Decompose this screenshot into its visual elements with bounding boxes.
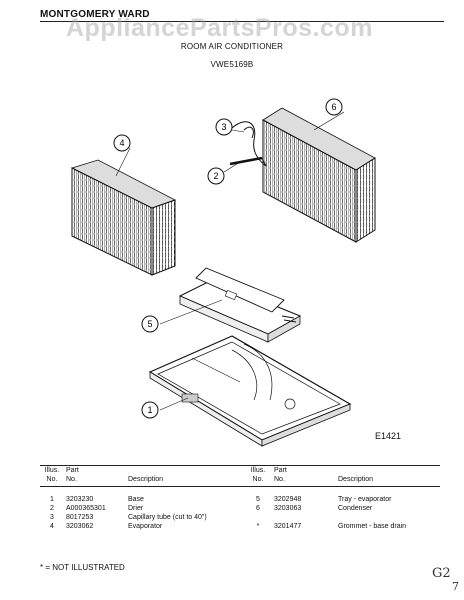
footnote: * = NOT ILLUSTRATED — [40, 563, 125, 572]
svg-text:5: 5 — [147, 319, 152, 329]
table-row: 2 A000365301 Drier 6 3203063 Condenser — [50, 505, 373, 512]
callout-4: 4 — [113, 134, 131, 152]
condenser-coil — [262, 107, 376, 243]
evaporator-tray — [178, 267, 302, 343]
callout-5: 5 — [141, 315, 159, 333]
base-pan — [148, 335, 352, 447]
svg-text:6: 6 — [331, 102, 336, 112]
model-number: VWE5169B — [210, 60, 254, 69]
header-illus-no-right: Illus.No. — [250, 467, 266, 483]
capillary-tube-and-drier — [229, 121, 267, 167]
page-title: ROOM AIR CONDITIONER — [180, 42, 284, 51]
handwritten-note-2: 7 — [452, 580, 459, 593]
svg-text:3: 3 — [221, 122, 226, 132]
svg-text:1: 1 — [147, 405, 152, 415]
evaporator-coil — [70, 159, 177, 276]
brand-label: MONTGOMERY WARD — [40, 9, 150, 20]
exploded-parts-diagram: 4 6 3 2 5 1 — [70, 98, 376, 447]
svg-text:4: 4 — [119, 138, 124, 148]
header-description-right: Description — [338, 476, 374, 483]
callout-3: 3 — [215, 118, 233, 136]
handwritten-note: G2 — [432, 566, 451, 581]
table-row: 4 3203062 Evaporator * 3201477 Grommet -… — [50, 523, 407, 530]
callout-2: 2 — [207, 167, 225, 185]
header-description: Description — [128, 476, 164, 483]
callout-6: 6 — [325, 98, 343, 116]
header-illus-no: Illus.No. — [44, 467, 60, 483]
callout-1: 1 — [141, 401, 159, 419]
watermark: AppliancePartsPros.com — [66, 14, 373, 42]
leader-lines — [115, 111, 345, 411]
svg-text:2: 2 — [213, 171, 218, 181]
header-rule — [40, 21, 444, 22]
table-row: 3 8017253 Capillary tube (cut to 40") — [50, 514, 207, 521]
table-row: 1 3203230 Base 5 3202948 Tray - evaporat… — [50, 496, 392, 503]
diagram-code: E1421 — [375, 431, 402, 441]
